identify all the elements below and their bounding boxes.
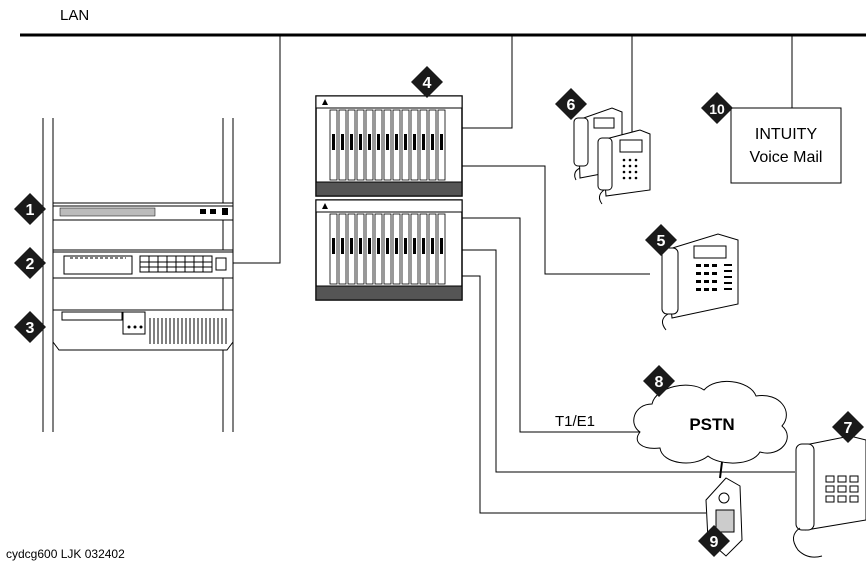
callout-number: 7: [844, 420, 853, 437]
figure-id: cydcg600 LJK 032402: [6, 547, 125, 561]
card-latch: [377, 134, 380, 150]
card-latch: [431, 238, 434, 254]
card-latch: [440, 238, 443, 254]
voicemail-label-line2: Voice Mail: [750, 149, 823, 166]
ip-phones: [574, 108, 650, 204]
card-latch: [395, 238, 398, 254]
ethernet-switch: [53, 250, 233, 278]
card-latch: [332, 238, 335, 254]
callout-10: 10: [701, 92, 733, 124]
ups-unit: [53, 310, 233, 350]
card-latch: [404, 134, 407, 150]
ip-phone-front: [598, 130, 650, 204]
callout-number: 6: [567, 97, 576, 114]
card-latch: [422, 134, 425, 150]
card-latch: [440, 134, 443, 150]
callout-4: 4: [411, 66, 443, 98]
callout-6: 6: [555, 88, 587, 120]
callout-number: 4: [423, 75, 432, 92]
callout-2: 2: [14, 247, 46, 279]
gateway-carrier-top: [316, 96, 462, 196]
card-latch: [377, 238, 380, 254]
voicemail-system: INTUITY Voice Mail: [731, 108, 841, 183]
callout-number: 2: [26, 256, 35, 273]
card-latch: [350, 134, 353, 150]
lan-to-ip-phones: [622, 35, 632, 148]
trunk-label: T1/E1: [555, 413, 595, 430]
callout-1: 1: [14, 193, 46, 225]
card-latch: [386, 134, 389, 150]
card-latch: [422, 238, 425, 254]
card-latch: [368, 238, 371, 254]
callout-number: 8: [655, 374, 664, 391]
card-latch: [395, 134, 398, 150]
callout-number: 9: [710, 534, 719, 551]
callout-3: 3: [14, 311, 46, 343]
lan-to-voicemail: [786, 35, 792, 108]
card-latch: [386, 238, 389, 254]
card-latch: [359, 134, 362, 150]
card-latch: [359, 238, 362, 254]
digital-phone: [662, 234, 738, 330]
card-latch: [431, 134, 434, 150]
card-latch: [341, 134, 344, 150]
media-server: [53, 203, 233, 220]
callout-number: 3: [26, 320, 35, 337]
card-latch: [413, 134, 416, 150]
lan-label: LAN: [60, 7, 89, 24]
gateway-carrier-bottom: [316, 200, 462, 300]
callout-number: 1: [26, 202, 35, 219]
callout-number: 5: [657, 233, 666, 250]
lan-to-gateway: [462, 35, 512, 128]
card-latch: [413, 238, 416, 254]
card-latch: [332, 134, 335, 150]
callout-number: 10: [709, 101, 725, 117]
card-latch: [368, 134, 371, 150]
pstn-label: PSTN: [689, 415, 734, 434]
voicemail-label-line1: INTUITY: [755, 126, 818, 143]
card-latch: [341, 238, 344, 254]
card-latch: [404, 238, 407, 254]
lan-to-switch: [233, 35, 280, 263]
analog-phone: [793, 436, 866, 557]
card-latch: [350, 238, 353, 254]
